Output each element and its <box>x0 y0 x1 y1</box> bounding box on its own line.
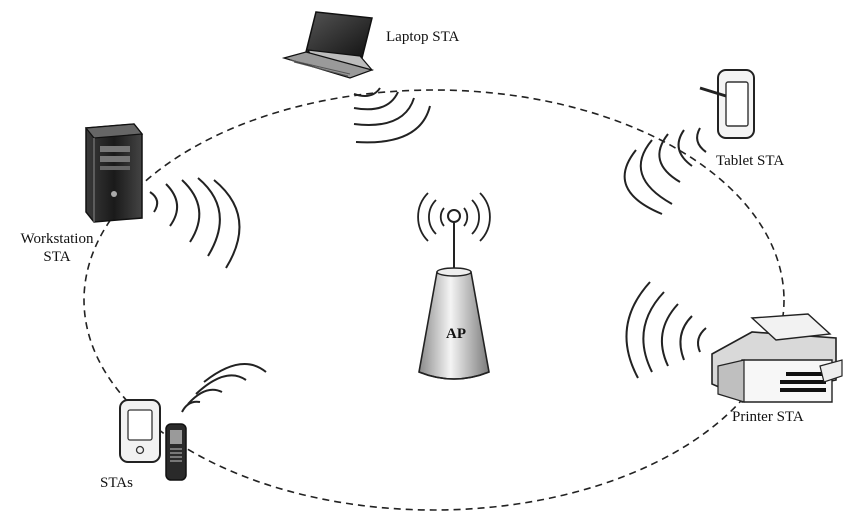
printer-icon <box>711 313 843 403</box>
coverage-boundary <box>83 89 785 511</box>
wifi-signal-icon <box>149 177 241 269</box>
wifi-signal-icon <box>417 192 491 242</box>
printer-label: Printer STA <box>732 409 804 425</box>
wifi-signal-icon <box>353 87 431 144</box>
access-point-icon <box>418 209 490 380</box>
workstation-label-line1: Workstation <box>20 231 94 247</box>
wifi-signal-icon <box>181 363 267 413</box>
mobile-phone-icon <box>165 423 187 481</box>
workstation-label: Workstation STA <box>2 230 112 266</box>
tablet-icon <box>699 69 755 139</box>
stas-label: STAs <box>100 475 133 491</box>
workstation-label-line2: STA <box>43 249 71 265</box>
pda-icon <box>119 399 161 463</box>
laptop-label: Laptop STA <box>386 29 460 45</box>
ap-label: AP <box>446 326 466 342</box>
tablet-label: Tablet STA <box>716 153 785 169</box>
wifi-signal-icon <box>625 281 707 379</box>
wifi-signal-icon <box>623 127 707 215</box>
workstation-tower-icon <box>84 123 144 223</box>
laptop-icon <box>281 11 374 79</box>
